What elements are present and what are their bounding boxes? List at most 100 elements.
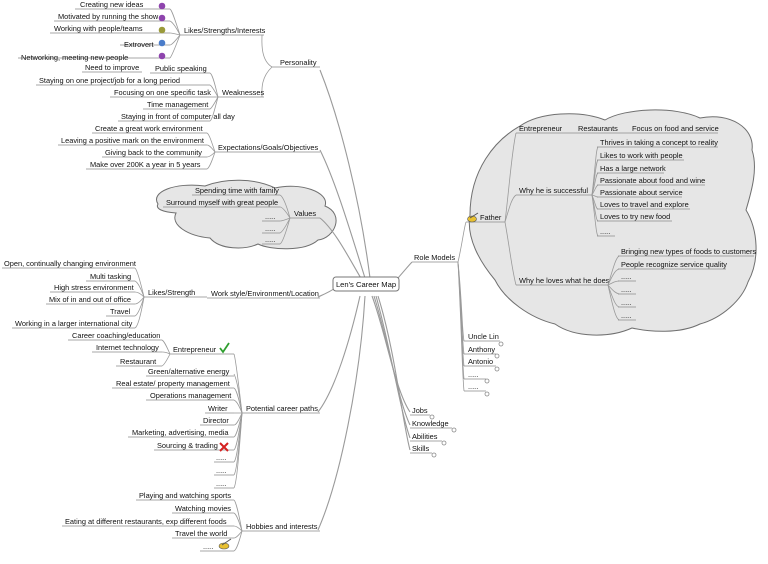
list-item[interactable]: ..... (621, 272, 631, 281)
father-entrepreneur-label[interactable]: Entrepreneur (519, 124, 563, 133)
list-item[interactable]: ..... (203, 542, 213, 551)
list-item[interactable]: Public speaking (155, 64, 207, 73)
list-item[interactable]: Working in a larger international city (15, 319, 133, 328)
collapse-knob[interactable] (441, 440, 447, 446)
list-item[interactable]: Thrives in taking a concept to reality (600, 138, 718, 147)
list-item[interactable]: ..... (600, 227, 610, 236)
list-item[interactable]: Staying on one project/job for a long pe… (39, 76, 180, 85)
list-item[interactable]: ..... (468, 382, 478, 391)
list-item[interactable]: Time management (147, 100, 208, 109)
weaknesses-label[interactable]: Weaknesses (222, 88, 264, 97)
list-item[interactable]: Leaving a positive mark on the environme… (61, 136, 204, 145)
list-item[interactable]: Writer (208, 404, 228, 413)
list-item[interactable]: Networking, meeting new people (21, 53, 128, 62)
list-item[interactable]: People recognize service quality (621, 260, 727, 269)
list-item[interactable]: ..... (216, 466, 226, 475)
list-item[interactable]: Creating new ideas (80, 0, 144, 9)
list-item[interactable]: Spending time with family (195, 186, 279, 195)
why-successful-label[interactable]: Why he is successful (519, 186, 588, 195)
list-item[interactable]: ..... (621, 285, 631, 294)
list-item[interactable]: Create a great work environment (95, 124, 203, 133)
work-likes-label[interactable]: Likes/Strength (148, 288, 195, 297)
bullet-olive-icon (158, 26, 166, 34)
list-item[interactable]: Motivated by running the show (58, 12, 159, 21)
need-to-improve[interactable]: Need to improve (85, 63, 139, 72)
work-style-label[interactable]: Work style/Environment/Location (211, 289, 319, 298)
jobs-label[interactable]: Jobs (412, 406, 428, 415)
list-item[interactable]: Passionate about service (600, 188, 683, 197)
career-entrepreneur-label[interactable]: Entrepreneur (173, 345, 217, 354)
hobbies-label[interactable]: Hobbies and interests (246, 522, 318, 531)
restaurants-label[interactable]: Restaurants (578, 124, 618, 133)
list-item[interactable]: Uncle Lin (468, 332, 499, 341)
list-item[interactable]: Eating at different restaurants, exp dif… (65, 517, 227, 526)
list-item[interactable]: High stress environment (54, 283, 134, 292)
list-item[interactable]: Director (203, 416, 229, 425)
list-item[interactable]: Make over 200K a year in 5 years (90, 160, 201, 169)
list-item[interactable]: Real estate/ property management (116, 379, 230, 388)
skills-label[interactable]: Skills (412, 444, 430, 453)
list-item[interactable]: Giving back to the community (105, 148, 202, 157)
collapse-knob[interactable] (484, 378, 490, 384)
list-item[interactable]: ..... (468, 370, 478, 379)
list-item[interactable]: Playing and watching sports (139, 491, 231, 500)
list-item[interactable]: Multi tasking (90, 272, 131, 281)
list-item[interactable]: Anthony (468, 345, 495, 354)
collapse-knob[interactable] (431, 452, 437, 458)
list-item[interactable]: Has a large network (600, 164, 666, 173)
list-item[interactable]: Likes to work with people (600, 151, 683, 160)
likes-strengths-label[interactable]: Likes/Strengths/Interests (184, 26, 266, 35)
collapse-knob[interactable] (451, 427, 457, 433)
list-item[interactable]: Working with people/teams (54, 24, 143, 33)
list-item[interactable]: ..... (265, 224, 275, 233)
collapse-knob[interactable] (494, 353, 500, 359)
list-item[interactable]: Operations management (150, 391, 231, 400)
values-label[interactable]: Values (294, 209, 316, 218)
bullet-purple-icon (158, 52, 166, 60)
center-node[interactable]: Len's Career Map (336, 280, 396, 289)
list-item[interactable]: ..... (621, 298, 631, 307)
list-item[interactable]: Extrovert (124, 40, 154, 49)
list-item[interactable]: Marketing, advertising, media (132, 428, 229, 437)
list-item[interactable]: ..... (216, 453, 226, 462)
why-loves-label[interactable]: Why he loves what he does (519, 276, 610, 285)
list-item[interactable]: Focusing on one specific task (114, 88, 211, 97)
collapse-knob[interactable] (498, 341, 504, 347)
list-item[interactable]: Travel the world (175, 529, 227, 538)
bullet-purple-icon (158, 14, 166, 22)
list-item[interactable]: Antonio (468, 357, 493, 366)
list-item[interactable]: ..... (216, 479, 226, 488)
list-item[interactable]: Travel (110, 307, 131, 316)
center-node-box[interactable] (332, 276, 400, 292)
career-paths-branch: Potential career paths Entrepreneur Care… (68, 331, 320, 489)
list-item[interactable]: Mix of in and out of office (49, 295, 131, 304)
list-item[interactable]: Bringing new types of foods to customers (621, 247, 756, 256)
list-item[interactable]: Internet technology (96, 343, 159, 352)
list-item[interactable]: Open, continually changing environment (4, 259, 136, 268)
career-paths-label[interactable]: Potential career paths (246, 404, 318, 413)
list-item[interactable]: Restaurant (120, 357, 156, 366)
personality-label[interactable]: Personality (280, 58, 317, 67)
hand-pointer-icon (467, 212, 479, 223)
list-item[interactable]: Passionate about food and wine (600, 176, 705, 185)
expectations-label[interactable]: Expectations/Goals/Objectives (218, 143, 319, 152)
list-item[interactable]: Surround myself with great people (166, 198, 278, 207)
list-item[interactable]: Sourcing & trading (157, 441, 218, 450)
list-item[interactable]: Loves to try new food (600, 212, 670, 221)
collapse-knob[interactable] (484, 391, 490, 397)
list-item[interactable]: Focus on food and service (632, 124, 719, 133)
father-label[interactable]: Father (480, 213, 502, 222)
role-models-label[interactable]: Role Models (414, 253, 455, 262)
knowledge-label[interactable]: Knowledge (412, 419, 449, 428)
list-item[interactable]: ..... (265, 212, 275, 221)
list-item[interactable]: ..... (621, 311, 631, 320)
collapse-knob[interactable] (494, 366, 500, 372)
list-item[interactable]: Career coaching/education (72, 331, 160, 340)
collapse-knob[interactable] (429, 414, 435, 420)
abilities-label[interactable]: Abilities (412, 432, 438, 441)
list-item[interactable]: Loves to travel and explore (600, 200, 689, 209)
list-item[interactable]: ..... (265, 235, 275, 244)
list-item[interactable]: Staying in front of computer all day (121, 112, 235, 121)
list-item[interactable]: Watching movies (175, 504, 231, 513)
list-item[interactable]: Green/alternative energy (148, 367, 230, 376)
